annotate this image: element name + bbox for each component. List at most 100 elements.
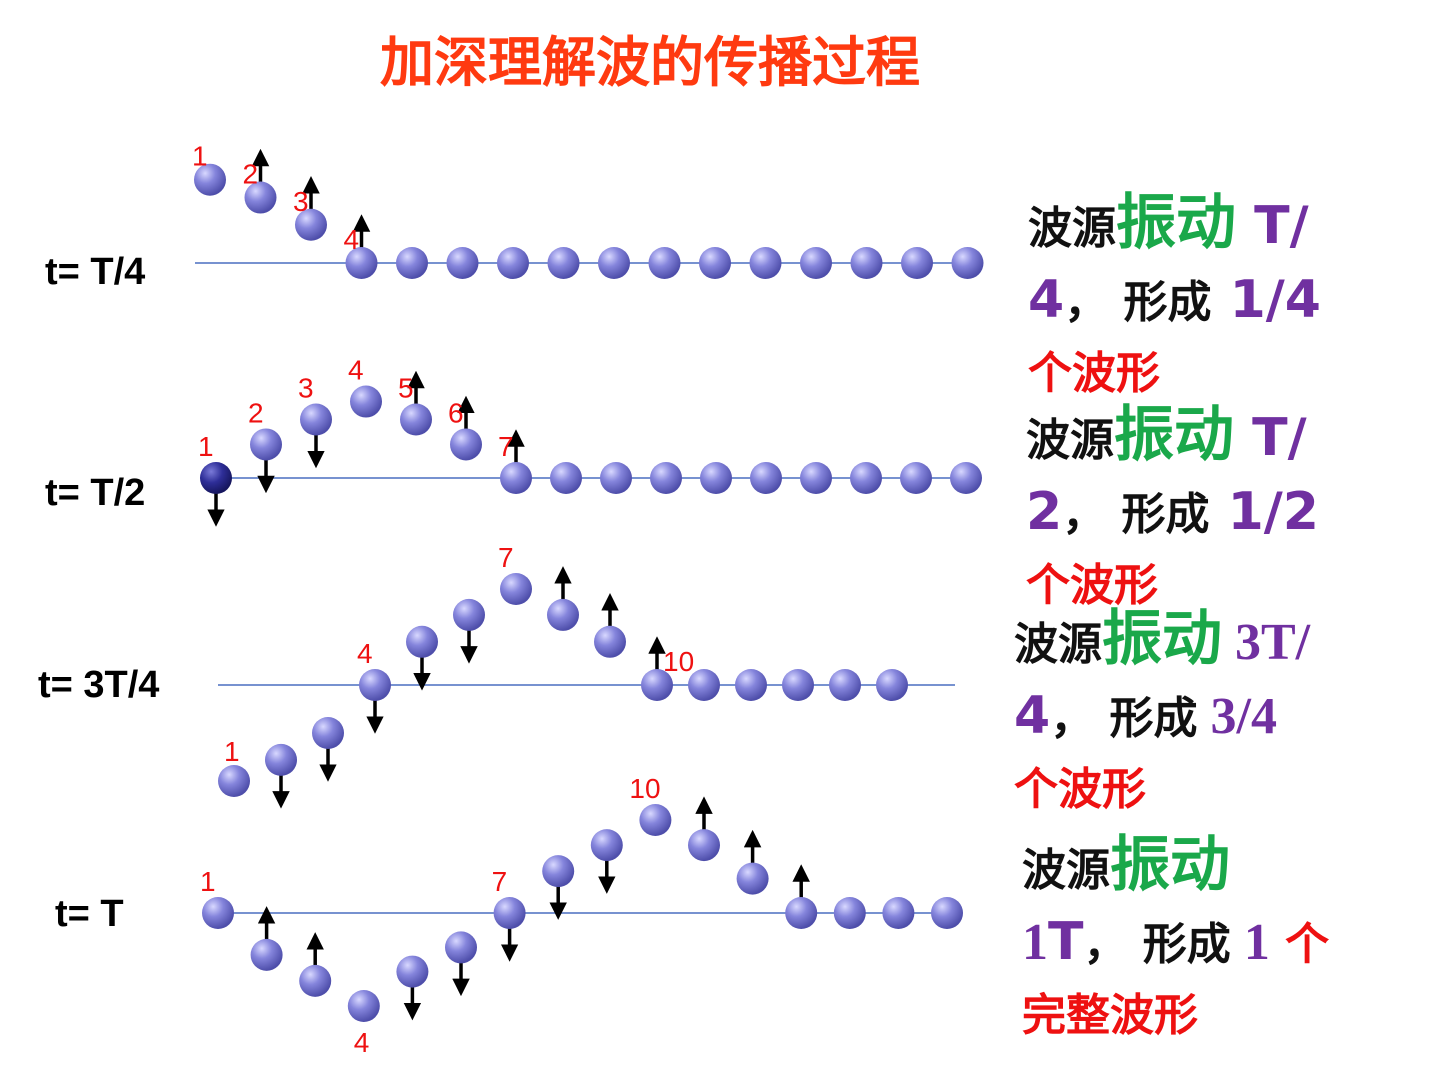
- medium-particle: [295, 208, 327, 241]
- desc-time: T/: [1234, 408, 1307, 468]
- medium-particle: [829, 669, 861, 701]
- medium-particle: [735, 669, 767, 701]
- medium-particle: [493, 897, 526, 929]
- desc-time-denominator: 2: [1026, 482, 1063, 542]
- medium-particle: [876, 669, 908, 701]
- medium-particle: [594, 625, 626, 658]
- desc-form: ， 形成: [1062, 489, 1210, 540]
- medium-particle: [244, 181, 277, 214]
- desc-source: 波源: [1014, 619, 1102, 670]
- desc-time-unit: T: [1048, 912, 1084, 972]
- medium-particle: [749, 247, 782, 279]
- particle-number-label: 7: [498, 542, 514, 573]
- medium-particle: [782, 669, 814, 701]
- desc-fraction: 3/4: [1197, 688, 1277, 745]
- medium-particle: [833, 897, 866, 929]
- row-4-description: 波源振动 1T， 形成 1 个 完整波形: [1022, 834, 1329, 1056]
- particle-number-label: 4: [348, 355, 364, 386]
- desc-count: 个: [1269, 919, 1330, 970]
- medium-particle: [950, 462, 982, 494]
- desc-fraction: 1: [1230, 914, 1270, 971]
- medium-particle: [850, 247, 883, 279]
- medium-particle: [699, 247, 731, 279]
- particle-number-label: 10: [629, 773, 660, 804]
- medium-particle: [250, 428, 282, 461]
- medium-particle: [299, 964, 332, 997]
- medium-particle: [406, 625, 438, 658]
- medium-particle: [497, 247, 529, 279]
- medium-particle: [639, 804, 672, 836]
- particle-number-label: 2: [243, 159, 259, 190]
- medium-particle: [542, 855, 575, 888]
- row-3-description: 波源振动 3T/ 4， 形成 3/4 个波形: [1014, 608, 1310, 830]
- particle-number-label: 1: [192, 141, 208, 172]
- medium-particle: [550, 462, 582, 494]
- medium-particle: [882, 897, 915, 929]
- medium-particle: [312, 717, 344, 749]
- medium-particle: [400, 403, 432, 436]
- particle-number-label: 4: [354, 1027, 370, 1058]
- row-1-description: 波源振动 T/ 4， 形成 1/4 个波形: [1028, 192, 1321, 414]
- medium-particle: [785, 897, 818, 929]
- particle-number-label: 4: [344, 224, 360, 255]
- medium-particle: [800, 247, 832, 279]
- desc-vibration: 振动: [1110, 830, 1230, 900]
- medium-particle: [250, 938, 283, 971]
- particle-number-label: 1: [198, 431, 214, 462]
- medium-particle: [300, 403, 332, 436]
- medium-particle: [202, 897, 234, 929]
- medium-particle: [650, 462, 682, 494]
- medium-particle: [453, 598, 485, 631]
- medium-particle: [590, 829, 623, 862]
- medium-particle: [547, 598, 579, 631]
- medium-particle: [648, 247, 681, 279]
- desc-fraction: 1/4: [1211, 270, 1321, 330]
- desc-form: ， 形成: [1064, 277, 1212, 328]
- slide-title: 加深理解波的传播过程: [380, 31, 920, 94]
- medium-particle: [800, 462, 832, 494]
- desc-source: 波源: [1026, 415, 1114, 466]
- desc-source: 波源: [1028, 203, 1116, 254]
- medium-particle: [700, 462, 732, 494]
- desc-vibration: 振动: [1116, 188, 1236, 258]
- medium-particle: [500, 573, 532, 605]
- row-2-description: 波源振动 T/ 2， 形成 1/2 个波形: [1026, 404, 1319, 626]
- desc-fraction: 1/2: [1209, 482, 1319, 542]
- medium-particle: [396, 955, 429, 988]
- desc-waveform: 个波形: [1026, 560, 1158, 611]
- medium-particle: [951, 247, 984, 279]
- particle-number-label: 7: [498, 431, 514, 462]
- particle-number-label: 1: [200, 866, 216, 897]
- desc-waveform: 个波形: [1028, 348, 1160, 399]
- particle-number-label: 2: [248, 397, 264, 428]
- desc-source: 波源: [1022, 845, 1110, 896]
- medium-particle: [641, 669, 673, 701]
- medium-particle: [688, 669, 720, 701]
- particle-number-label: 4: [357, 638, 373, 669]
- desc-form: ， 形成: [1083, 919, 1231, 970]
- medium-particle: [265, 743, 297, 776]
- desc-waveform: 个波形: [1014, 764, 1146, 815]
- time-label: t= T/2: [45, 472, 145, 514]
- medium-particle: [688, 829, 720, 862]
- particle-number-label: 5: [398, 373, 414, 404]
- desc-time: 1: [1022, 914, 1048, 971]
- time-label: t= 3T/4: [38, 664, 159, 706]
- medium-particle: [445, 931, 477, 964]
- medium-particle: [750, 462, 782, 494]
- particle-number-label: 10: [663, 646, 694, 677]
- medium-particle: [736, 862, 769, 895]
- medium-particle: [359, 669, 391, 701]
- medium-particle: [931, 897, 963, 929]
- desc-form: ， 形成: [1050, 693, 1198, 744]
- medium-particle: [345, 247, 378, 279]
- wave-source-particle: [200, 462, 232, 494]
- medium-particle: [901, 247, 933, 279]
- medium-particle: [396, 247, 428, 279]
- medium-particle: [350, 385, 382, 418]
- desc-waveform: 完整波形: [1022, 990, 1198, 1041]
- desc-time-denominator: 4: [1028, 270, 1065, 330]
- desc-vibration: 振动: [1114, 400, 1234, 470]
- particle-number-label: 1: [224, 736, 240, 767]
